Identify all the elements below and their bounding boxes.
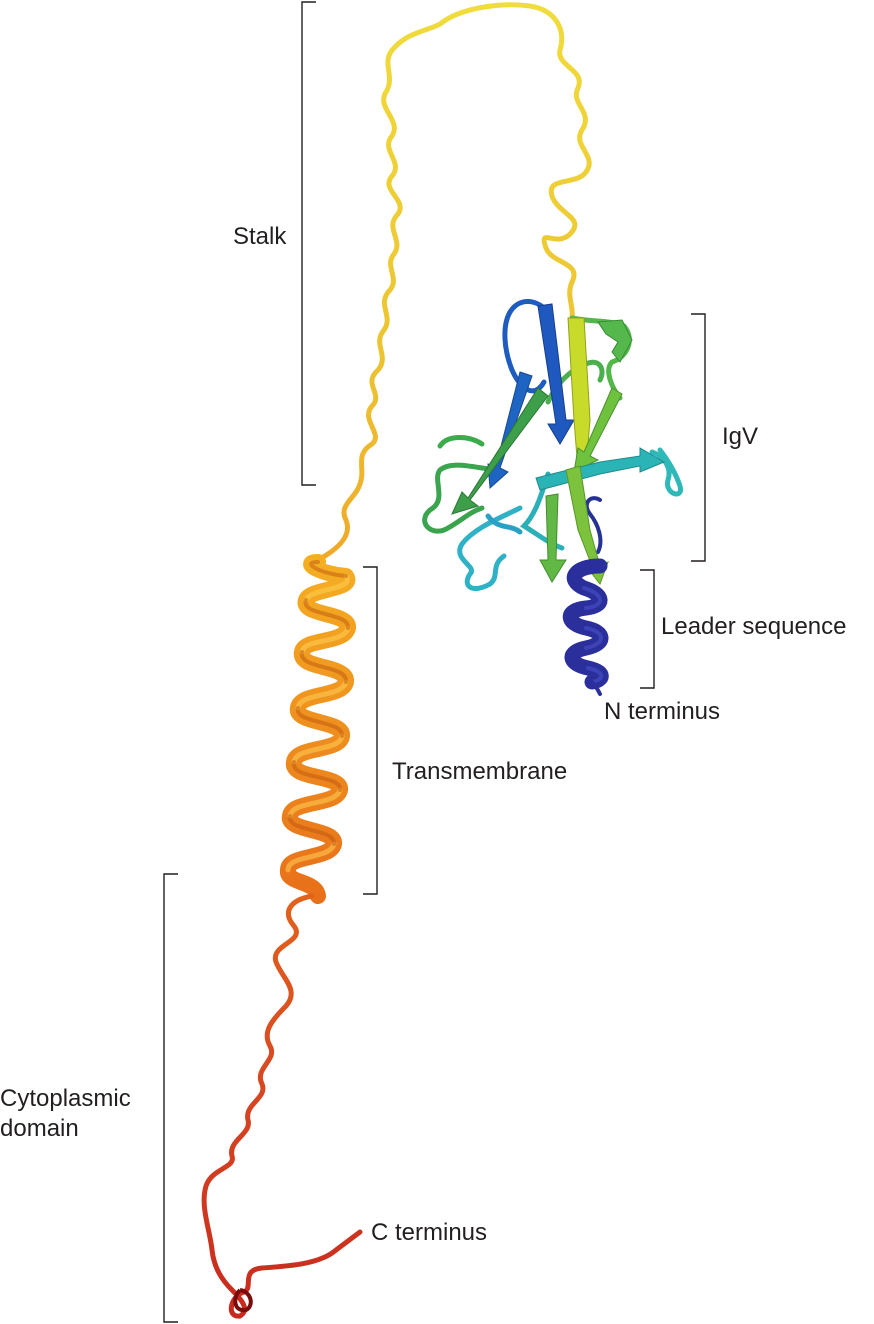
igv-bracket [691,313,706,562]
strand-cyan [535,447,666,491]
strand-green-hairpin [597,319,633,363]
stalk-label: Stalk [233,223,287,250]
igv-domain [422,299,683,591]
cytoplasmic-bracket [163,873,178,1323]
strand-green-4 [539,493,567,583]
strand-green-1 [451,387,549,515]
stalk-bracket [301,1,316,486]
n-terminus-label: N terminus [604,698,721,725]
leader-sequence-label: Leader sequence [661,613,847,640]
cytoplasmic-label-line1: Cytoplasmic [0,1085,131,1112]
cytoplasmic-domain-label: Cytoplasmic domain [0,1084,131,1144]
strand-blue-1 [537,303,575,445]
stalk-coil [315,2,592,563]
igv-label: IgV [722,423,759,450]
transmembrane-bracket [363,566,378,895]
strand-green-3 [565,465,609,586]
cytoplasmic-label-line2: domain [0,1115,79,1142]
leader-sequence-helix [562,558,609,696]
leader-sequence-bracket [640,569,655,689]
strand-blue-2 [487,371,533,490]
c-terminus-label: C terminus [371,1219,488,1246]
cytoplasmic-loop [233,1288,253,1313]
transmembrane-label: Transmembrane [392,758,568,785]
transmembrane-helix [280,554,356,904]
cytoplasmic-coil [201,893,363,1319]
